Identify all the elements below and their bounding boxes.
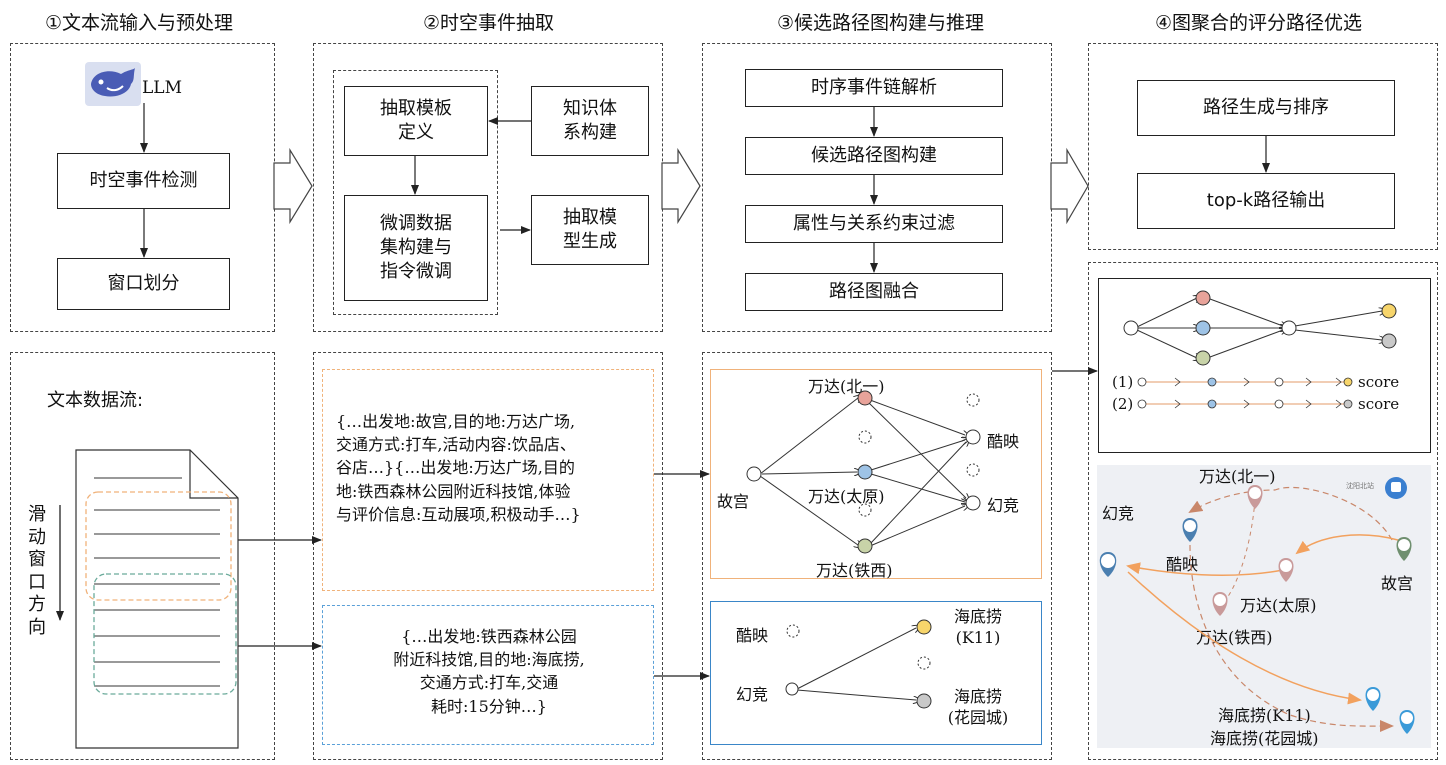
sample-1-box	[322, 369, 654, 591]
score-label-2: score	[1358, 395, 1400, 413]
node-label-huanjing-2: 幻竞	[736, 685, 769, 704]
sample-text-1: {…出发地:故宫,目的地:万达广场, 交通方式:打车,活动内容:饮品店、 谷店……	[336, 412, 581, 524]
map-label-station: 沈阳北站	[1346, 482, 1374, 490]
node-label-gugong: 故宫	[717, 492, 750, 511]
stage-3-title: ③候选路径图构建与推理	[777, 12, 985, 34]
whale-logo-icon	[85, 62, 141, 106]
node-label-kuying: 酷映	[987, 432, 1020, 451]
node-label-wanda-taiyuan: 万达(太原)	[808, 487, 885, 506]
knowledge-system-box: 知识体 系构建	[531, 86, 649, 156]
graph-fusion-box: 路径图融合	[745, 273, 1003, 311]
node-label-huanjing: 幻竞	[987, 496, 1020, 515]
path-1-label: (1)	[1112, 373, 1134, 391]
stage-1-title: ①文本流输入与预处理	[45, 12, 234, 34]
text-stream-label: 文本数据流:	[47, 390, 144, 411]
topk-output-box: top-k路径输出	[1137, 173, 1395, 229]
map-label-huanjing: 幻竞	[1102, 504, 1135, 523]
map-routes	[1126, 486, 1399, 733]
stage-arrow-2	[661, 147, 701, 225]
path-2-label: (2)	[1112, 395, 1134, 413]
stage-2-title: ②时空事件抽取	[423, 12, 555, 34]
map-label-gugong: 故宫	[1381, 574, 1414, 593]
node-label-haidilao-k11: 海底捞 (K11)	[953, 607, 1002, 647]
llm-label: LLM	[142, 78, 182, 98]
node-label-kuying-2: 酷映	[736, 626, 769, 645]
stage-4-panel	[1088, 43, 1438, 250]
map-label-haidilao-huayuancheng: 海底捞(花园城)	[1210, 729, 1319, 748]
finetune-dataset-box: 微调数据 集构建与 指令微调	[344, 195, 488, 301]
candidate-graph-build-box: 候选路径图构建	[745, 137, 1003, 175]
constraint-filter-box: 属性与关系约束过滤	[745, 205, 1003, 243]
candidate-graph-2-box	[710, 601, 1042, 745]
candidate-graph-1-box	[710, 369, 1042, 579]
score-graph-box	[1098, 278, 1431, 453]
stage-arrows	[273, 147, 1089, 225]
document-icon	[75, 449, 239, 749]
map-label-wanda-beiyi: 万达(北一)	[1199, 467, 1276, 486]
path-generation-box: 路径生成与排序	[1137, 80, 1395, 136]
sample-text-2: {…出发地:铁西森林公园 附近科技馆,目的地:海底捞, 交通方式:打车,交通 耗…	[393, 627, 585, 716]
candidate-graph-1-edges	[759, 398, 966, 546]
sliding-window-label: 滑 动 窗 口 方 向	[28, 504, 46, 638]
map-label-wanda-taiyuan: 万达(太原)	[1240, 596, 1317, 615]
score-label-1: score	[1358, 373, 1400, 391]
results-panel	[1088, 262, 1438, 760]
stage-4-title: ④图聚合的评分路径优选	[1155, 12, 1363, 34]
graphs-panel	[702, 352, 1052, 760]
stage-2-inner-panel	[333, 70, 498, 315]
map-pins	[1099, 477, 1415, 734]
window-split-box: 窗口划分	[57, 258, 230, 310]
node-label-haidilao-huayuancheng: 海底捞 (花园城)	[947, 687, 1009, 727]
text-stream-panel	[10, 352, 275, 760]
sample-2-box	[322, 605, 654, 745]
event-chain-parse-box: 时序事件链解析	[745, 69, 1003, 107]
event-detection-box: 时空事件检测	[57, 153, 230, 209]
map-label-haidilao-k11: 海底捞(K11)	[1218, 706, 1311, 725]
stage-arrow-1	[273, 147, 313, 225]
samples-panel	[313, 352, 663, 760]
model-generation-box: 抽取模 型生成	[531, 195, 649, 265]
stage-arrow-3	[1050, 147, 1089, 225]
node-label-wanda-tiexi: 万达(铁西)	[816, 561, 893, 580]
template-definition-box: 抽取模板 定义	[344, 86, 488, 156]
